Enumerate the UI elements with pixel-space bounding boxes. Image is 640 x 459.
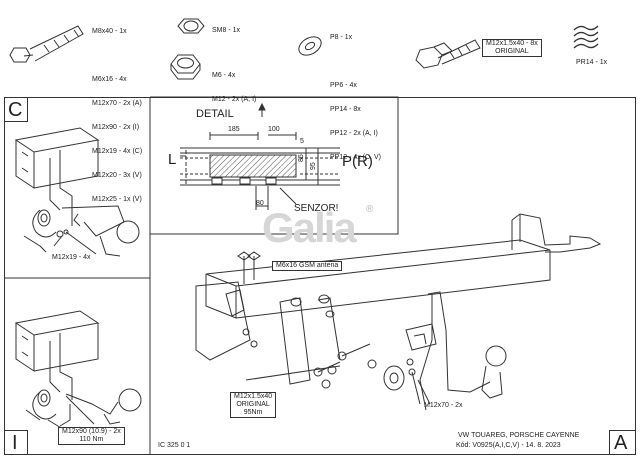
detail-sensor-label: SENZOR! <box>294 203 339 214</box>
bolt-callout-line: M12x1.5x40 <box>234 393 273 400</box>
panel-c-letter: C <box>8 99 23 121</box>
antenna-callout: M6x16 GSM antena <box>272 261 343 271</box>
detail-dim-5: 5 <box>300 138 304 145</box>
parts-line: M12x20 - 3x (V) <box>92 172 142 179</box>
parts-line: M8x40 - 1x <box>92 28 127 35</box>
parts-spring-label: PR14 - 1x <box>576 59 608 66</box>
parts-line: PP12 - 4x (C, V) <box>330 154 381 161</box>
parts-sm8-label: SM8 - 1x <box>212 27 241 34</box>
parts-line: PP14 - 8x <box>330 106 361 113</box>
bolt-callout-line: 95Nm <box>243 409 263 416</box>
main-hitch-assembly <box>65 213 602 425</box>
parts-line: M12x70 - 2x (A) <box>92 100 142 107</box>
parts-m12-box: M12x1.5x40 - 8x ORIGINAL <box>482 39 542 57</box>
parts-m6-list: M6 - 4x M12 - 2x (A, I) <box>212 56 256 112</box>
parts-line <box>330 58 381 66</box>
detail-title: DETAIL <box>196 108 234 120</box>
panel-i-hitch-drawing <box>14 310 142 433</box>
panel-c-hitch-drawing <box>14 127 140 257</box>
detail-dim-95: 95 <box>310 162 317 170</box>
parts-bolt-m8-list: M8x40 - 1x M6x16 - 4x M12x70 - 2x (A) M1… <box>92 12 142 212</box>
parts-line: PP6 - 4x <box>330 82 357 89</box>
footer-code: IC 325 0 1 <box>158 442 191 449</box>
panel-i-torque: 110 Nm <box>79 436 104 443</box>
panel-c-callout: M12x19 - 4x <box>52 254 91 261</box>
galia-logo-reg: ® <box>366 204 374 215</box>
parts-line: M12x1.5x40 - 8x <box>486 40 538 47</box>
bolt-m8-icon <box>9 25 84 63</box>
panel-a-letter: A <box>614 432 628 454</box>
footer-model: VW TOUAREG, PORSCHE CAYENNE <box>458 432 580 439</box>
letter-box-c <box>4 97 28 122</box>
detail-dim-185: 185 <box>228 126 240 133</box>
detail-box-border <box>150 96 399 235</box>
panel-i-letter: I <box>12 432 18 454</box>
detail-dim-80: 80 <box>256 200 264 207</box>
bolt-callout-line: ORIGINAL <box>236 401 270 408</box>
parts-line: M6x16 - 4x <box>92 76 127 83</box>
nut-m6-icon <box>170 54 201 80</box>
galia-logo: Galia <box>262 204 357 251</box>
spring-icon <box>573 25 599 49</box>
parts-line: M12x19 - 4x (C) <box>92 148 143 155</box>
parts-line: M12x25 - 1x (V) <box>92 196 142 203</box>
bolt-callout-box: M12x1.5x40 ORIGINAL 95Nm <box>230 392 277 418</box>
parts-line <box>92 52 142 60</box>
footer-kod: Kód: V0925(A,I,C,V) - 14. 8. 2023 <box>456 442 561 449</box>
letter-box-i <box>4 430 28 455</box>
detail-left-label: L <box>168 151 177 168</box>
parts-line: M6 - 4x <box>212 72 236 79</box>
parts-line: M12 - 2x (A, I) <box>212 96 257 103</box>
detail-dim-100: 100 <box>268 126 280 133</box>
letter-box-a <box>609 430 636 455</box>
parts-line: M12x90 - 2x (I) <box>92 124 140 131</box>
nut-sm8-icon <box>177 18 205 34</box>
panel-i-callout-box: M12x90 (10.9) - 2x 110 Nm <box>58 427 125 445</box>
parts-line: ORIGINAL <box>495 48 529 55</box>
parts-washer-list: P8 - 1x PP6 - 4x PP14 - 8x PP12 - 2x (A,… <box>330 18 381 170</box>
bolt-m12-icon <box>415 39 481 69</box>
parts-line: PP12 - 2x (A, I) <box>330 130 378 137</box>
detail-dim-85: 85 <box>298 154 305 162</box>
detail-drawing <box>180 102 340 210</box>
parts-line: P8 - 1x <box>330 34 353 41</box>
detail-right-label: P(R) <box>342 153 373 170</box>
washer-icon <box>298 36 322 56</box>
right-callout: M12x70 - 2x <box>424 402 463 409</box>
panel-i-callout: M12x90 (10.9) - 2x <box>62 428 121 435</box>
